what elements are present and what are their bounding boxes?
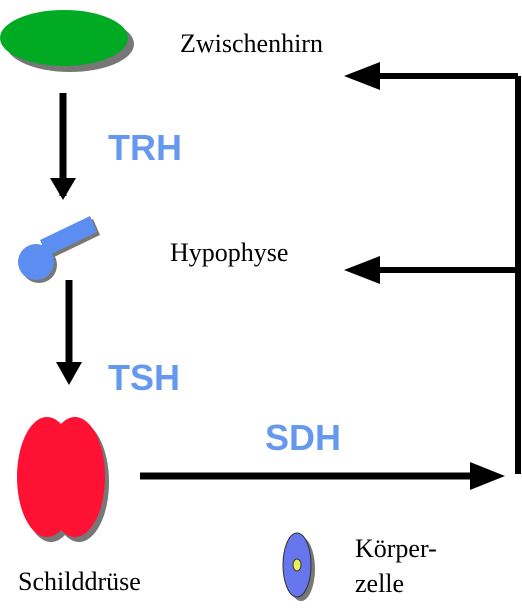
trh-label: TRH: [108, 127, 182, 168]
arrow-sdh-head: [470, 462, 505, 490]
pituitary-label: Hypophyse: [170, 238, 288, 267]
tsh-label: TSH: [108, 357, 180, 398]
body-cell-label-line2: zelle: [355, 569, 404, 598]
hypothalamus-label: Zwischenhirn: [180, 29, 323, 58]
thyroid-icon: [17, 417, 109, 542]
arrow-trh-head: [50, 178, 76, 200]
body-cell-label-line1: Körper-: [355, 534, 437, 563]
sdh-label: SDH: [265, 417, 341, 458]
hypothalamus-icon: [0, 10, 134, 72]
feedback-arrow-hypothalamus-head: [344, 62, 380, 90]
arrow-tsh-head: [56, 362, 82, 385]
body-cell-icon: [282, 532, 315, 601]
feedback-arrow-pituitary-head: [344, 256, 380, 284]
thyroid-label: Schilddrüse: [18, 567, 141, 596]
pituitary-icon: [18, 216, 100, 283]
